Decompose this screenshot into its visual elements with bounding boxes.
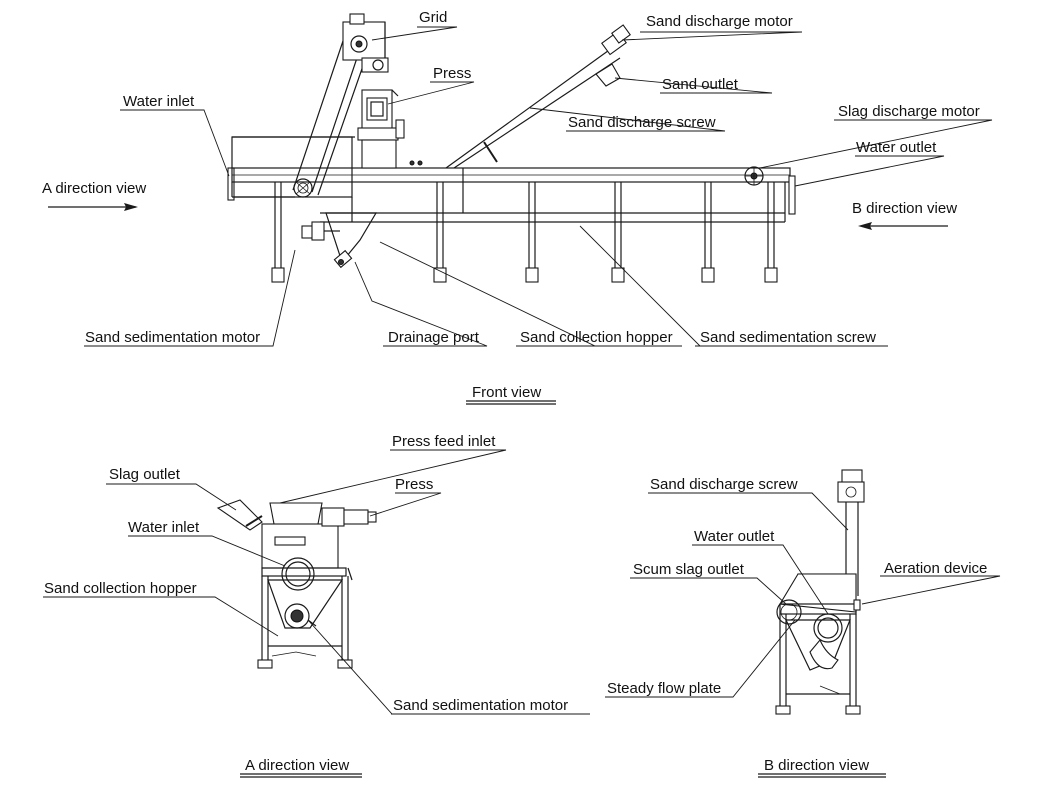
a-direction-view: Press feed inlet Slag outlet Press Water…	[43, 433, 590, 778]
label-b-water-outlet: Water outlet	[694, 528, 775, 545]
label-sand-discharge-motor: Sand discharge motor	[646, 13, 793, 30]
a-view-labels: Press feed inlet Slag outlet Press Water…	[44, 433, 568, 714]
label-press: Press	[433, 65, 471, 82]
front-view-title: Front view	[472, 384, 541, 401]
label-aeration-device: Aeration device	[884, 560, 987, 577]
b-view-labels: Sand discharge screw Water outlet Scum s…	[607, 476, 987, 697]
label-press-feed-inlet: Press feed inlet	[392, 433, 496, 450]
support-legs	[271, 182, 778, 283]
label-a-sand-sedimentation-motor: Sand sedimentation motor	[393, 697, 568, 714]
front-view: Grid Sand discharge motor Press Sand out…	[42, 9, 993, 405]
press-unit	[357, 89, 423, 169]
label-water-inlet: Water inlet	[123, 93, 195, 110]
grid-conveyor	[292, 13, 389, 198]
front-leaders	[84, 26, 993, 347]
a-view-title: A direction view	[245, 757, 349, 774]
tank-body	[227, 136, 796, 223]
sedimentation-motor	[301, 212, 378, 269]
label-b-sand-discharge-screw: Sand discharge screw	[650, 476, 798, 493]
front-view-labels: Grid Sand discharge motor Press Sand out…	[42, 9, 980, 346]
label-a-direction-view: A direction view	[42, 180, 146, 197]
label-sand-collection-hopper: Sand collection hopper	[520, 329, 673, 346]
label-scum-slag-outlet: Scum slag outlet	[633, 561, 745, 578]
label-sand-discharge-screw: Sand discharge screw	[568, 114, 716, 131]
label-drainage-port: Drainage port	[388, 329, 480, 346]
label-sand-outlet: Sand outlet	[662, 76, 739, 93]
a-direction-arrow	[48, 203, 138, 211]
a-view-body	[216, 499, 377, 669]
b-view-body	[775, 469, 865, 715]
slag-discharge-sprocket	[744, 166, 764, 186]
label-b-direction-view: B direction view	[852, 200, 957, 217]
sand-discharge-screw	[445, 24, 631, 169]
label-a-water-inlet: Water inlet	[128, 519, 200, 536]
label-grid: Grid	[419, 9, 447, 26]
b-direction-arrow	[858, 222, 948, 230]
label-a-press: Press	[395, 476, 433, 493]
b-view-leaders	[605, 492, 1001, 698]
label-water-outlet: Water outlet	[856, 139, 937, 156]
b-view-title: B direction view	[764, 757, 869, 774]
b-direction-view: Sand discharge screw Water outlet Scum s…	[605, 469, 1001, 778]
label-sand-sedimentation-screw: Sand sedimentation screw	[700, 329, 876, 346]
label-slag-outlet: Slag outlet	[109, 466, 181, 483]
label-sand-sedimentation-motor: Sand sedimentation motor	[85, 329, 260, 346]
label-a-sand-collection-hopper: Sand collection hopper	[44, 580, 197, 597]
label-slag-discharge-motor: Slag discharge motor	[838, 103, 980, 120]
label-steady-flow-plate: Steady flow plate	[607, 680, 721, 697]
a-view-leaders	[43, 449, 590, 715]
